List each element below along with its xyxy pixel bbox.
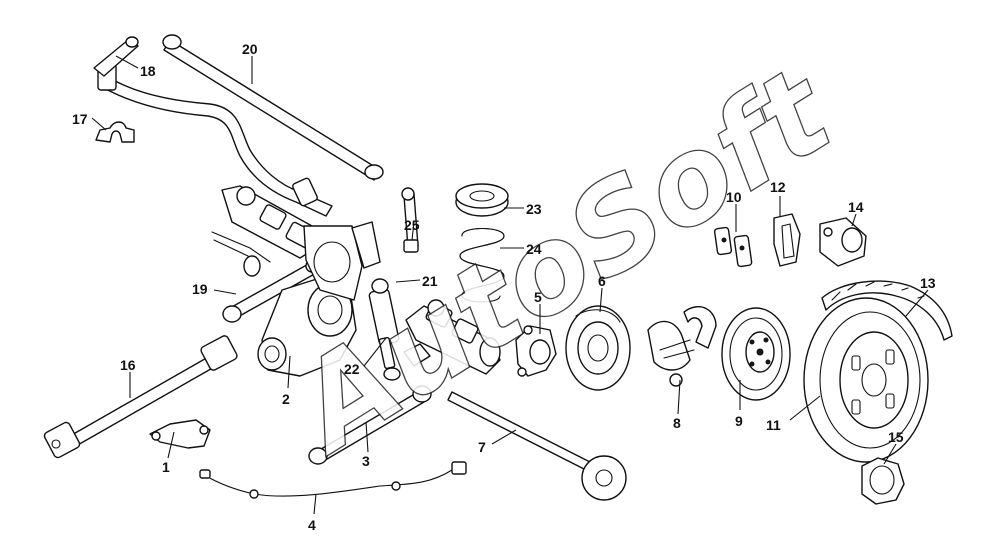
part-abs-sensor-cable	[199, 461, 467, 499]
callout-20: 20	[242, 41, 258, 57]
callout-5: 5	[534, 289, 542, 305]
part-coil-spring	[459, 228, 505, 303]
callout-18: 18	[140, 63, 156, 79]
part-stabilizer-link-rod	[162, 34, 384, 181]
part-brake-caliper	[819, 217, 867, 267]
part-stabilizer-bar	[93, 36, 333, 217]
callout-16: 16	[120, 357, 136, 373]
callout-17: 17	[72, 111, 88, 127]
callout-7: 7	[478, 439, 486, 455]
part-wheel-tire	[803, 297, 929, 463]
callouts: 1 2 3 4 5 6 7 8 9 10 11 12 13 14 15 16 1…	[72, 41, 936, 533]
part-caliper-bracket	[773, 213, 801, 267]
part-propeller-shaft	[43, 335, 238, 459]
callout-19: 19	[192, 281, 208, 297]
part-backing-plate	[565, 305, 631, 391]
callout-15: 15	[888, 429, 904, 445]
part-axle-housing-right	[403, 299, 501, 375]
part-shock-absorber	[368, 278, 401, 381]
callout-9: 9	[735, 413, 743, 429]
part-lower-control-arm	[308, 385, 432, 465]
callout-25: 25	[404, 217, 420, 233]
part-axle-shaft	[447, 391, 627, 501]
part-bracket	[351, 187, 419, 269]
part-fender-liner	[821, 280, 953, 341]
part-parking-brake-shoes	[647, 306, 717, 387]
part-spring-seat	[455, 183, 509, 217]
callout-22: 22	[344, 361, 360, 377]
part-sensor-bracket	[149, 419, 211, 449]
part-brake-disc	[721, 307, 791, 401]
callout-3: 3	[362, 453, 370, 469]
callout-24: 24	[526, 241, 542, 257]
callout-14: 14	[848, 199, 864, 215]
part-steering-knuckle	[515, 325, 557, 377]
callout-11: 11	[766, 417, 781, 433]
callout-10: 10	[726, 189, 742, 205]
callout-2: 2	[282, 391, 290, 407]
part-stabilizer-clamp	[95, 121, 135, 143]
callout-6: 6	[598, 273, 606, 289]
callout-8: 8	[673, 415, 681, 431]
callout-23: 23	[526, 201, 542, 217]
callout-13: 13	[920, 275, 936, 291]
part-differential	[257, 225, 363, 377]
part-hub-cap	[861, 457, 905, 505]
leader-lines	[91, 55, 929, 515]
callout-1: 1	[162, 459, 170, 475]
part-brake-pads	[713, 226, 753, 268]
callout-21: 21	[422, 273, 438, 289]
callout-4: 4	[308, 517, 316, 533]
callout-12: 12	[770, 179, 786, 195]
